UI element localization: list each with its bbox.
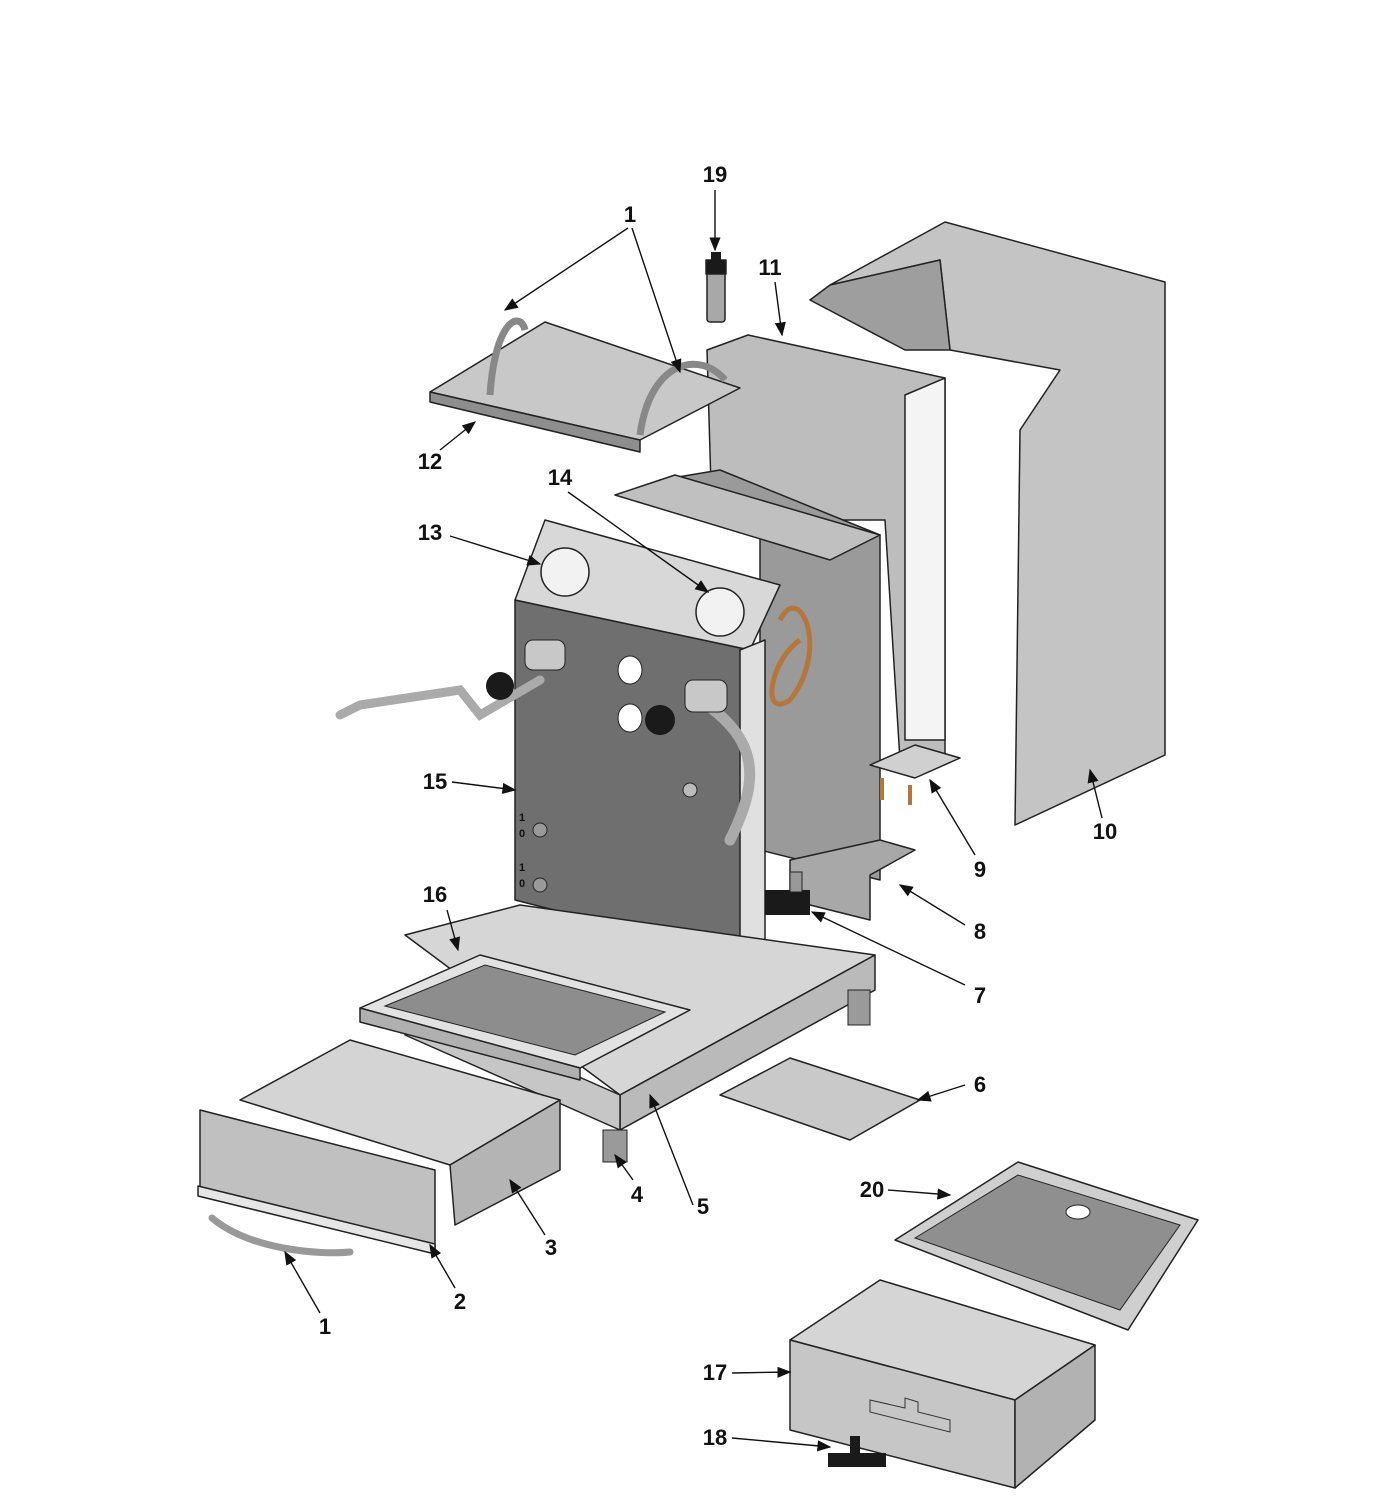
part-3-drawer (199, 1039, 561, 1251)
callout-7: 7 (973, 983, 987, 1008)
part-18-handle (828, 1436, 886, 1467)
switch-mark-on-1: 1 (518, 812, 526, 824)
internal-boiler-frame (614, 469, 881, 881)
switch-mark-on-2: 1 (518, 862, 526, 874)
callout-16: 16 (422, 882, 448, 907)
part-17-drawer (789, 1279, 1096, 1489)
callout-15: 15 (422, 769, 448, 794)
callout-20: 20 (859, 1177, 885, 1202)
part-12-cup-tray (429, 317, 741, 453)
callout-6: 6 (973, 1072, 987, 1097)
callout-18: 18 (702, 1425, 728, 1450)
callout-4: 4 (630, 1182, 644, 1207)
callout-13: 13 (417, 520, 443, 545)
callout-17: 17 (702, 1360, 728, 1385)
callout-3: 3 (544, 1235, 558, 1260)
leader-lines (284, 190, 1103, 1452)
part-19-filter (705, 252, 727, 323)
switch-mark-off-2: 0 (518, 878, 526, 890)
part-9-plate (869, 744, 961, 805)
callout-2: 2 (453, 1289, 467, 1314)
part-20-grate (894, 1161, 1199, 1331)
part-7-microswitch (765, 871, 810, 915)
callout-10: 10 (1092, 819, 1118, 844)
part-10-side-cover (809, 221, 1166, 826)
callout-1-top: 1 (623, 202, 637, 227)
part-6-grille (719, 1057, 921, 1141)
callout-8: 8 (973, 919, 987, 944)
callout-5: 5 (696, 1194, 710, 1219)
callout-19: 19 (702, 162, 728, 187)
callout-11: 11 (758, 255, 782, 280)
callout-1-bottom: 1 (318, 1314, 332, 1339)
part-16-drip-grate (359, 954, 691, 1081)
callout-9: 9 (973, 857, 987, 882)
switch-mark-off-1: 0 (518, 828, 526, 840)
callout-14: 14 (547, 465, 573, 490)
wands-and-valves (335, 639, 756, 846)
callout-12: 12 (417, 449, 443, 474)
part-1-handle-bottom (208, 1214, 354, 1257)
